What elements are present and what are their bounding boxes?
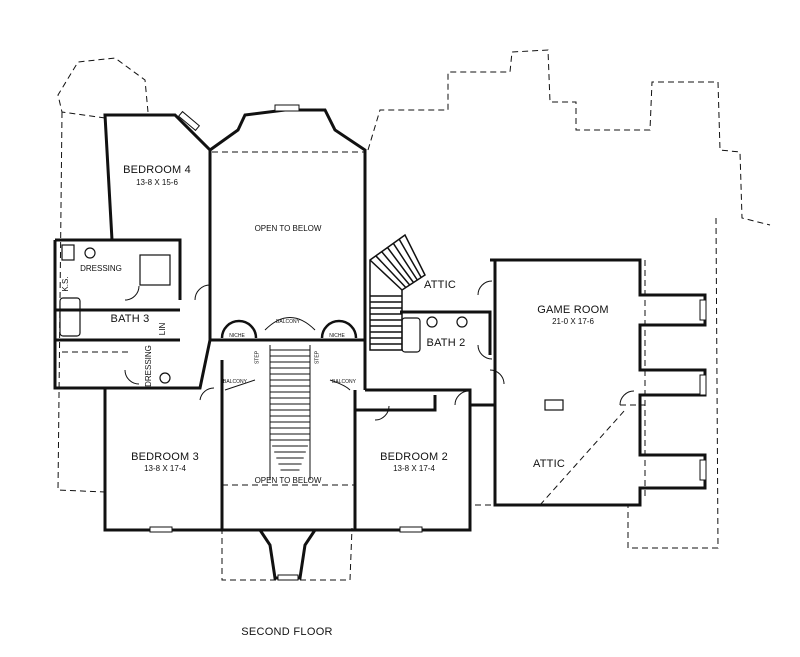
- door-bedroom2-hall: [454, 390, 470, 406]
- bedroom3-label: BEDROOM 3: [131, 451, 199, 463]
- attic-lower-label: ATTIC: [533, 458, 565, 470]
- window-top-bay: [274, 104, 300, 112]
- niches: [220, 319, 358, 339]
- front-bay-wall: [258, 529, 317, 580]
- sink-dressing: [159, 372, 171, 384]
- bedroom2-label: BEDROOM 2: [380, 451, 448, 463]
- door-attic: [489, 369, 505, 385]
- door-dressing-upper: [124, 285, 140, 301]
- step-right-label: STEP: [314, 350, 321, 365]
- game-room-label: GAME ROOM: [537, 304, 609, 316]
- staircase-rails: [269, 345, 311, 480]
- tub-bath2: [401, 317, 421, 353]
- grand-staircase: [224, 317, 351, 480]
- open-to-below-upper-label: OPEN TO BELOW: [254, 224, 322, 233]
- step-left-label: STEP: [254, 350, 261, 365]
- roof-outline-upper-right: [367, 49, 771, 226]
- window-bedroom2: [399, 526, 423, 533]
- bedroom3-dims: 13-8 X 17-4: [144, 464, 186, 473]
- bedroom4-label: BEDROOM 4: [123, 164, 191, 176]
- lin-label: LIN: [158, 322, 167, 336]
- bath2-label: BATH 2: [426, 337, 466, 349]
- open-to-below-lower-label: OPEN TO BELOW: [254, 476, 322, 485]
- doors: [124, 280, 635, 421]
- attic-diagonal: [539, 409, 626, 506]
- toilet-bath3: [84, 247, 96, 259]
- niche-right-arc: [320, 319, 358, 339]
- game-room-cabinet: [544, 399, 564, 411]
- game-room-wall: [490, 258, 707, 507]
- attic-outline-bottom: [470, 504, 629, 548]
- door-bedroom3: [199, 387, 215, 401]
- game-room-dims: 21-0 X 17-6: [552, 317, 594, 326]
- ks-cabinet: [61, 244, 75, 261]
- roof-outline-right: [628, 217, 719, 549]
- door-dressing-lower: [124, 369, 140, 385]
- window-front-bay: [277, 574, 299, 581]
- bedroom2-closet-wall: [355, 395, 437, 412]
- balcony-right-label: BALCONY: [332, 379, 356, 385]
- bath3-top-wall: [55, 238, 182, 300]
- sink-bath2: [456, 316, 468, 328]
- bath2-wall: [400, 310, 492, 355]
- side-stair-steps: [369, 238, 422, 345]
- balcony-arc: [264, 317, 316, 331]
- bedroom4-dims: 13-8 X 15-6: [136, 178, 178, 187]
- niche-left-arc: [220, 319, 258, 339]
- bedroom4-and-open-area-wall: [103, 108, 367, 342]
- bath3-label: BATH 3: [110, 313, 150, 325]
- window-game-room-3: [699, 459, 707, 481]
- door-bedroom4: [194, 284, 211, 301]
- roof-outline-upper-left: [57, 57, 149, 119]
- dressing-upper-label: DRESSING: [80, 264, 122, 273]
- bath3-inner-walls: [55, 308, 180, 342]
- balcony-top-label: BALCONY: [276, 319, 300, 325]
- hall-right-wall: [468, 390, 495, 407]
- fixtures: [59, 244, 564, 411]
- door-bedroom2: [374, 405, 390, 421]
- window-game-room-2: [699, 374, 707, 396]
- niche-left-label: NICHE: [229, 333, 245, 339]
- plan-caption: SECOND FLOOR: [241, 626, 333, 638]
- porch-outline: [221, 527, 353, 581]
- balcony-left-label: BALCONY: [223, 379, 247, 385]
- side-staircase: [369, 233, 426, 351]
- window-game-room-1: [699, 299, 707, 321]
- roof-outline-left: [57, 111, 106, 493]
- door-game-room: [477, 280, 493, 296]
- balcony-curves: [224, 379, 351, 391]
- bedroom3-wall: [53, 240, 224, 532]
- window-bedroom4-bay: [177, 110, 201, 132]
- dashed-outlines: [57, 49, 771, 581]
- dressing-lower-label: DRESSING: [144, 345, 153, 387]
- bedroom2-dims: 13-8 X 17-4: [393, 464, 435, 473]
- windows: [149, 104, 707, 581]
- staircase-steps: [270, 349, 310, 471]
- shower-bath3: [139, 254, 171, 286]
- niche-right-label: NICHE: [329, 333, 345, 339]
- attic-upper-label: ATTIC: [424, 279, 456, 291]
- hall-left-wall: [105, 339, 212, 390]
- tub-bath3: [59, 297, 81, 337]
- door-attic-lower: [619, 390, 635, 406]
- door-bath2: [477, 344, 493, 360]
- toilet-bath2: [426, 316, 438, 328]
- ks-label: K.S.: [61, 276, 70, 292]
- window-bedroom3: [149, 526, 173, 533]
- foyer-wall: [222, 390, 357, 532]
